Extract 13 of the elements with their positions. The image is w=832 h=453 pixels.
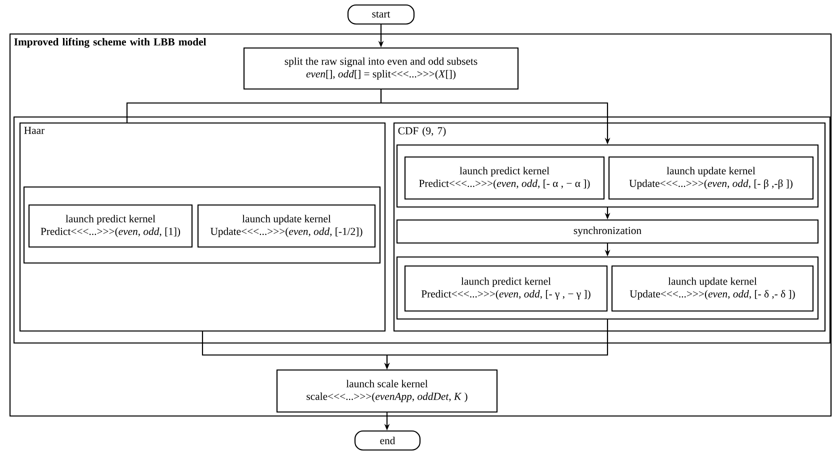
process-box: launch update kernel Update<<<...>>>(even, odd, [- δ ,- δ ]): [611, 265, 814, 312]
group-frame: [396, 144, 819, 208]
process-box: launch predict kernel Predict<<<...>>>(even, odd, [1]): [28, 204, 193, 248]
process-box: launch update kernel Update<<<...>>>(even, odd, [-1/2]): [197, 204, 376, 248]
group-frame: [23, 186, 381, 264]
process-box: launch predict kernel Predict<<<...>>>(even, odd, [- α , − α ]): [404, 156, 605, 200]
process-box: split the raw signal into even and odd subsets even[], odd[] = split<<<...>>>(X[]): [243, 47, 519, 90]
process-box: launch scale kernel scale<<<...>>>(evenApp, oddDet, K ): [276, 369, 498, 413]
group-frame: [13, 116, 831, 344]
group-frame: [396, 256, 819, 320]
process-box: launch update kernel Update<<<...>>>(even, odd, [- β ,-β ]): [608, 156, 814, 200]
process-box: launch predict kernel Predict<<<...>>>(even, odd, [- γ , − γ ]): [404, 265, 608, 312]
process-box: synchronization: [396, 219, 819, 244]
